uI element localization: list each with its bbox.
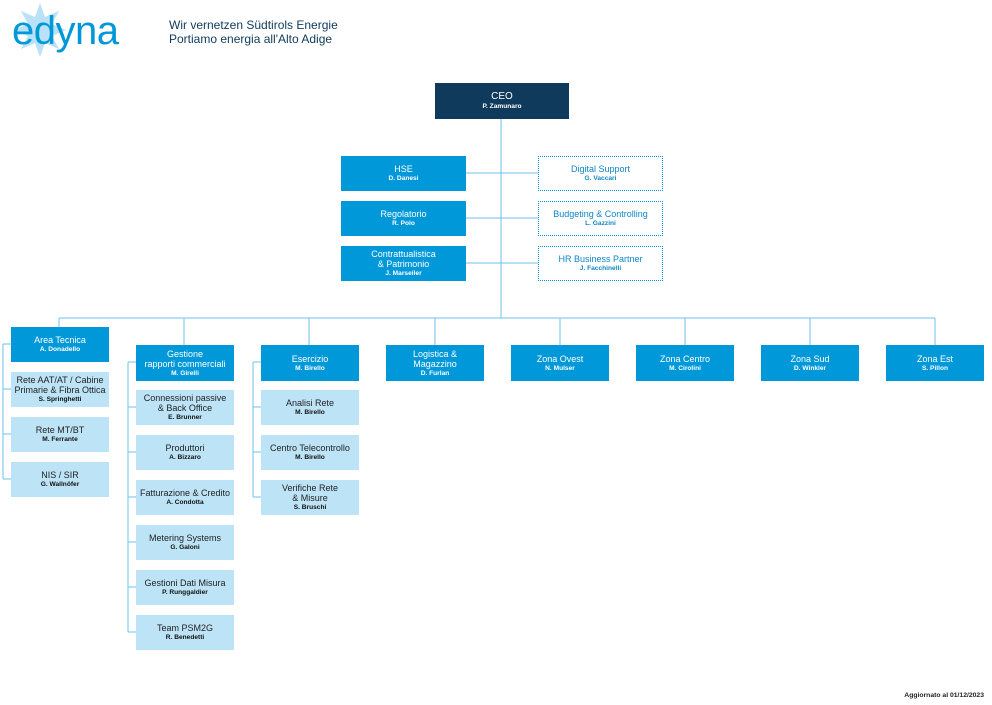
box-person: A. Bizzaro xyxy=(169,454,201,461)
box-title: Centro Telecontrollo xyxy=(270,443,350,453)
box-title: Gestioni Dati Misura xyxy=(144,578,226,588)
unit-analisi-rete: Analisi Rete M. Birello xyxy=(261,390,359,425)
box-person: G. Galoni xyxy=(170,544,200,551)
box-title: Area Tecnica xyxy=(34,335,86,345)
box-person: M. Birello xyxy=(295,454,325,461)
dept-zona-sud: Zona Sud D. Winkler xyxy=(761,345,859,381)
box-title: HSE xyxy=(394,164,413,174)
box-title: Analisi Rete xyxy=(285,398,335,408)
tagline-de: Wir vernetzen Südtirols Energie xyxy=(169,18,338,32)
box-person: R. Polo xyxy=(392,220,415,227)
unit-fatturazione: Fatturazione & Credito A. Condotta xyxy=(136,480,234,515)
tagline-it: Portiamo energia all'Alto Adige xyxy=(169,32,333,46)
box-title: CEO xyxy=(491,90,513,102)
box-title: Fatturazione & Credito xyxy=(139,488,231,498)
unit-team-psm2g: Team PSM2G R. Benedetti xyxy=(136,615,234,650)
dept-area-tecnica: Area Tecnica A. Donadello xyxy=(11,327,109,362)
box-person: G. Vaccari xyxy=(584,175,617,182)
box-person: M. Ferrante xyxy=(42,436,78,443)
box-title: Zona Ovest xyxy=(536,353,584,364)
box-person: A. Donadello xyxy=(39,346,81,353)
box-title: Rete MT/BT xyxy=(35,425,85,435)
box-person: D. Danesi xyxy=(388,175,419,182)
box-title: NIS / SIR xyxy=(41,470,79,480)
dept-zona-centro: Zona Centro M. Cirolini xyxy=(636,345,734,381)
box-title: Esercizio xyxy=(291,353,329,364)
box-person: R. Benedetti xyxy=(165,634,205,641)
box-title: Budgeting & Controlling xyxy=(553,209,648,219)
box-person: M. Birello xyxy=(295,364,325,372)
staff-box-hse: HSE D. Danesi xyxy=(341,156,466,191)
box-person: P. Zamunaro xyxy=(482,102,522,110)
box-title: Metering Systems xyxy=(148,533,222,543)
box-person: S. Springhetti xyxy=(38,396,82,403)
last-updated-note: Aggiornato al 01/12/2023 xyxy=(904,692,984,699)
box-title: Verifiche Rete & Misure xyxy=(281,483,339,503)
box-person: N. Mulser xyxy=(545,364,575,372)
unit-gestioni-dati-misura: Gestioni Dati Misura P. Runggaldier xyxy=(136,570,234,605)
box-title: HR Business Partner xyxy=(558,254,643,264)
box-person: P. Runggaldier xyxy=(162,589,208,596)
box-person: D. Furlan xyxy=(420,369,450,377)
dept-gestione-rapporti: Gestione rapporti commerciali M. Girelli xyxy=(136,345,234,381)
box-person: J. Marseiler xyxy=(385,270,422,277)
box-person: M. Cirolini xyxy=(669,364,701,372)
logo-star-icon xyxy=(14,3,66,57)
box-title: Regolatorio xyxy=(380,209,427,219)
box-title: Zona Centro xyxy=(659,353,711,364)
box-title: Digital Support xyxy=(570,164,631,174)
staff-box-regolatorio: Regolatorio R. Polo xyxy=(341,201,466,236)
company-tagline: Wir vernetzen Südtirols Energie Portiamo… xyxy=(169,18,338,46)
unit-connessioni-passive: Connessioni passive & Back Office E. Bru… xyxy=(136,390,234,425)
unit-produttori: Produttori A. Bizzaro xyxy=(136,435,234,470)
box-title: Logistica & Magazzino xyxy=(412,348,458,369)
box-title: Contrattualistica & Patrimonio xyxy=(371,249,436,269)
dept-logistica: Logistica & Magazzino D. Furlan xyxy=(386,345,484,381)
unit-centro-telecontrollo: Centro Telecontrollo M. Birello xyxy=(261,435,359,470)
box-title: Produttori xyxy=(165,443,205,453)
box-title: Gestione rapporti commerciali xyxy=(144,348,226,369)
staff-box-hr: HR Business Partner J. Facchinelli xyxy=(538,246,663,281)
edyna-logo: edyna xyxy=(4,2,154,62)
box-person: G. Wallnöfer xyxy=(40,481,80,488)
box-person: L. Gazzini xyxy=(585,220,616,227)
ceo-box: CEO P. Zamunaro xyxy=(435,83,569,119)
box-person: J. Facchinelli xyxy=(579,265,622,272)
box-title: Team PSM2G xyxy=(156,623,214,633)
unit-nis-sir: NIS / SIR G. Wallnöfer xyxy=(11,462,109,497)
unit-verifiche-rete: Verifiche Rete & Misure S. Bruschi xyxy=(261,480,359,515)
box-person: S. Pillon xyxy=(921,364,948,372)
box-title: Connessioni passive & Back Office xyxy=(143,393,227,413)
staff-box-budgeting: Budgeting & Controlling L. Gazzini xyxy=(538,201,663,236)
logo-text: edyna xyxy=(12,9,119,53)
unit-rete-aat: Rete AAT/AT / Cabine Primarie & Fibra Ot… xyxy=(11,372,109,407)
box-person: M. Birello xyxy=(295,409,325,416)
box-person: E. Brunner xyxy=(168,414,202,421)
dept-zona-ovest: Zona Ovest N. Mulser xyxy=(511,345,609,381)
dept-esercizio: Esercizio M. Birello xyxy=(261,345,359,381)
staff-box-contrattualistica: Contrattualistica & Patrimonio J. Marsei… xyxy=(341,246,466,281)
box-person: M. Girelli xyxy=(171,369,199,377)
box-person: A. Condotta xyxy=(166,499,204,506)
unit-metering-systems: Metering Systems G. Galoni xyxy=(136,525,234,560)
dept-zona-est: Zona Est S. Pillon xyxy=(886,345,984,381)
staff-box-digital-support: Digital Support G. Vaccari xyxy=(538,156,663,191)
unit-rete-mtbt: Rete MT/BT M. Ferrante xyxy=(11,417,109,452)
box-title: Zona Sud xyxy=(790,353,830,364)
box-title: Zona Est xyxy=(916,353,954,364)
box-person: D. Winkler xyxy=(793,364,827,372)
box-title: Rete AAT/AT / Cabine Primarie & Fibra Ot… xyxy=(14,375,106,395)
box-person: S. Bruschi xyxy=(293,504,327,511)
